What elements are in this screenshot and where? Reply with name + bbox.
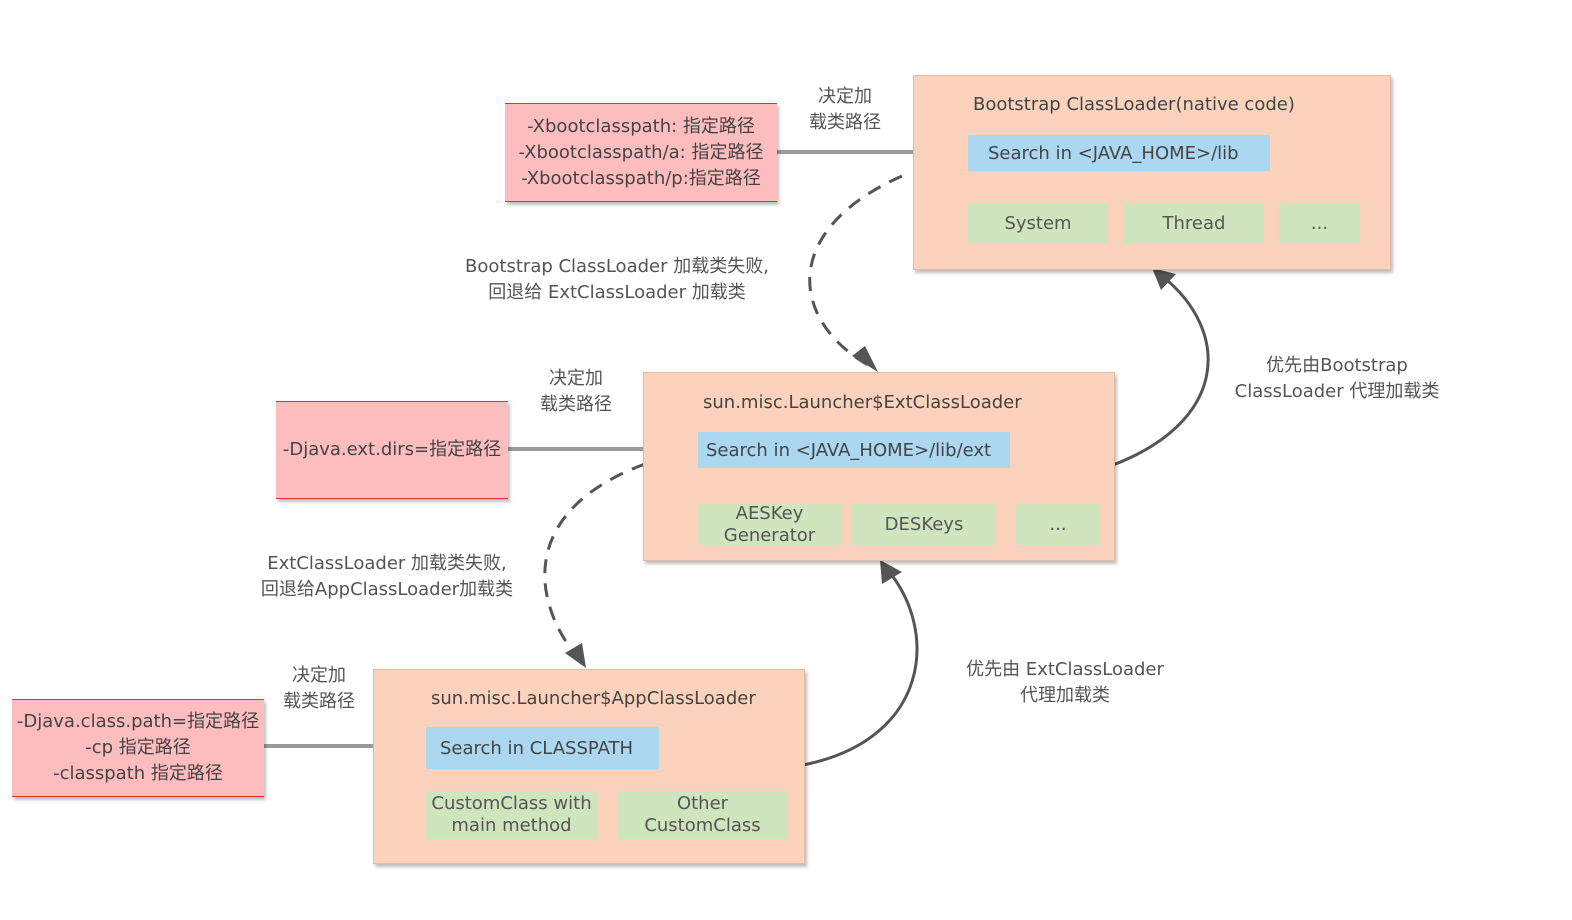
bootstrap-options-box: -Xbootclasspath: 指定路径 -Xbootclasspath/a:… [505, 103, 777, 202]
delegate-bootstrap-label: 优先由Bootstrap ClassLoader 代理加载类 [1234, 355, 1440, 402]
class-other-customclass: Other CustomClass [617, 791, 788, 839]
delegate-ext-to-bootstrap-curve [1112, 274, 1210, 467]
class-more: ... [1279, 203, 1360, 244]
class-deskeys: DESKeys [852, 504, 996, 545]
fallback-bootstrap-to-ext-arrowhead [852, 346, 878, 372]
option-cp: -cp 指定路径 [85, 737, 191, 758]
fallback-to-ext-label: Bootstrap ClassLoader 加载类失败, 回退给 ExtClas… [465, 256, 769, 303]
app-classloader-box: sun.misc.Launcher$AppClassLoader Search … [373, 669, 805, 864]
fallback-ext-to-app-arrowhead [565, 643, 586, 668]
app-options-box: -Djava.class.path=指定路径 -cp 指定路径 -classpa… [12, 699, 264, 797]
option-xbootclasspath-a: -Xbootclasspath/a: 指定路径 [518, 141, 764, 163]
decide-path-label-app: 决定加 载类路径 [283, 665, 355, 712]
ext-classloader-box: sun.misc.Launcher$ExtClassLoader Search … [643, 372, 1115, 561]
fallback-bootstrap-to-ext-curve [808, 174, 903, 367]
app-search-path: Search in CLASSPATH [426, 727, 659, 769]
decide-path-label-bootstrap: 决定加 载类路径 [809, 86, 881, 133]
ext-search-path: Search in <JAVA_HOME>/lib/ext [698, 432, 1010, 468]
class-system: System [968, 203, 1108, 244]
app-classloader-title: sun.misc.Launcher$AppClassLoader [431, 688, 756, 709]
option-java-ext-dirs: -Djava.ext.dirs=指定路径 [282, 439, 502, 460]
option-java-class-path: -Djava.class.path=指定路径 [16, 711, 260, 732]
delegate-app-to-ext-curve [802, 567, 919, 767]
ext-options-box: -Djava.ext.dirs=指定路径 [276, 401, 508, 499]
option-classpath: -classpath 指定路径 [53, 763, 223, 784]
decide-path-label-ext: 决定加 载类路径 [540, 368, 612, 415]
fallback-ext-to-app-curve [543, 462, 646, 659]
bootstrap-classloader-box: Bootstrap ClassLoader(native code) Searc… [913, 75, 1391, 270]
delegate-app-to-ext-arrowhead [880, 560, 902, 584]
bootstrap-classloader-title: Bootstrap ClassLoader(native code) [973, 94, 1295, 115]
option-xbootclasspath: -Xbootclasspath: 指定路径 [527, 115, 755, 137]
class-thread: Thread [1124, 203, 1264, 244]
bootstrap-search-path: Search in <JAVA_HOME>/lib [968, 135, 1270, 171]
delegate-ext-label: 优先由 ExtClassLoader 代理加载类 [966, 659, 1164, 706]
option-xbootclasspath-p: -Xbootclasspath/p:指定路径 [521, 167, 761, 189]
ext-classloader-title: sun.misc.Launcher$ExtClassLoader [703, 392, 1022, 413]
fallback-to-app-label: ExtClassLoader 加载类失败, 回退给AppClassLoader加… [260, 553, 514, 600]
delegate-ext-to-bootstrap-arrowhead [1152, 268, 1176, 290]
class-customclass-main: CustomClass with main method [426, 791, 597, 839]
class-more: ... [1016, 504, 1100, 545]
class-aeskey-generator: AESKey Generator [698, 503, 841, 546]
